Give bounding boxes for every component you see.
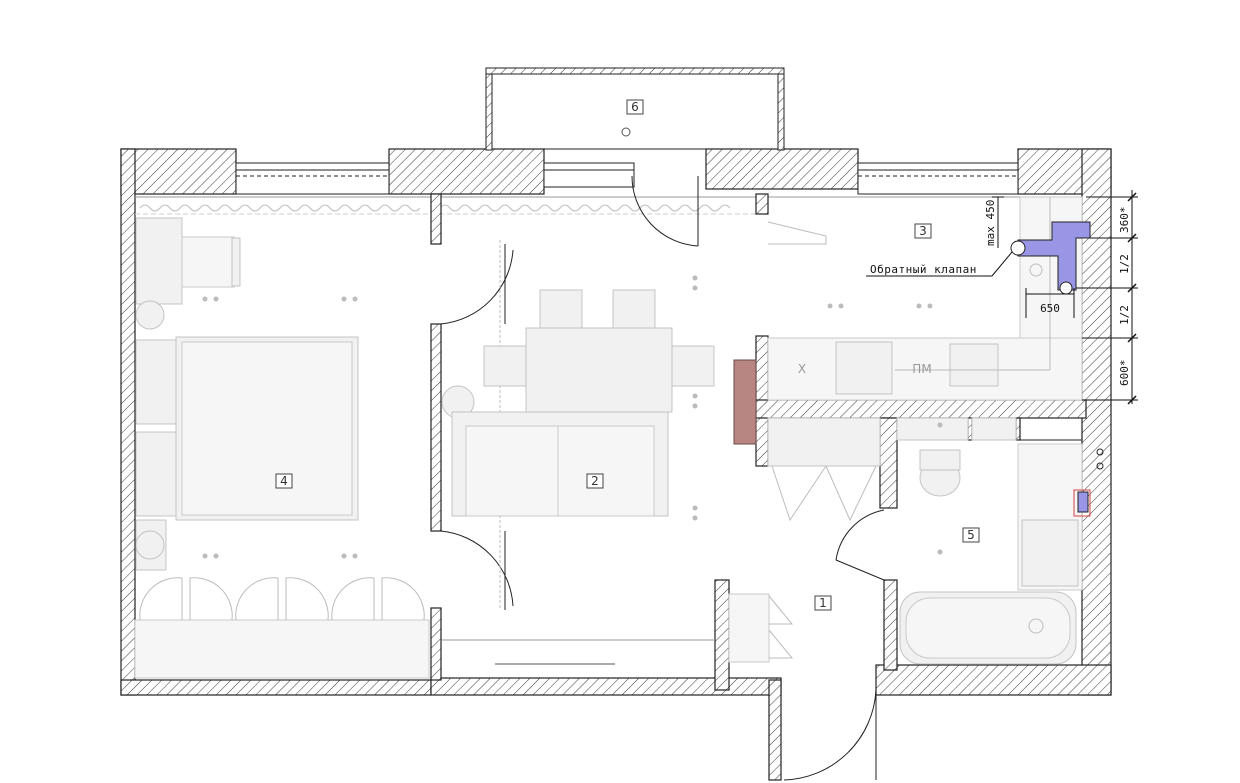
max-height-label: max 450 — [984, 200, 997, 246]
radiators — [135, 196, 1020, 215]
svg-text:3: 3 — [919, 224, 927, 238]
room-label-1: 1 — [814, 595, 832, 611]
bedroom-furniture — [134, 217, 430, 679]
bedroom-doors — [440, 244, 514, 610]
balcony — [485, 67, 785, 151]
room-label-6: 6 — [626, 99, 644, 115]
dim-650-lines — [1025, 288, 1075, 318]
svg-text:1: 1 — [819, 596, 827, 610]
dishwasher-mark: ПМ — [912, 362, 931, 376]
room-label-2: 2 — [586, 473, 604, 489]
hall-furniture — [728, 417, 881, 663]
width-650-label: 650 — [1040, 302, 1060, 315]
dim-half-1-label: 1/2 — [1118, 254, 1131, 274]
bathroom-fixtures — [896, 417, 1104, 665]
fridge-mark: Х — [798, 362, 806, 376]
balcony-door — [631, 175, 699, 247]
outer-walls — [120, 148, 1112, 781]
svg-text:6: 6 — [631, 100, 639, 114]
dim-top-label: 360* — [1118, 207, 1131, 234]
dimension-chain — [1076, 190, 1138, 405]
windows — [235, 162, 1019, 195]
room-label-5: 5 — [962, 527, 980, 543]
dim-half-2-label: 1/2 — [1118, 305, 1131, 325]
interior-walls — [430, 193, 1087, 681]
ventilation-duct — [1010, 221, 1091, 295]
svg-text:2: 2 — [591, 474, 599, 488]
dim-max450-lines — [992, 196, 1004, 248]
check-valve-label: Обратный клапан — [870, 263, 977, 276]
room-label-3: 3 — [914, 223, 932, 239]
dim-bottom-label: 600* — [1118, 360, 1131, 387]
living-furniture — [441, 240, 757, 665]
room-label-4: 4 — [275, 473, 293, 489]
svg-text:4: 4 — [280, 474, 288, 488]
svg-text:5: 5 — [967, 528, 975, 542]
check-valve-leader — [866, 251, 1013, 277]
room-labels: 6 3 4 2 5 1 — [275, 99, 980, 611]
hall-doors — [783, 509, 885, 781]
tv-panel — [733, 359, 757, 445]
kitchen-furniture — [767, 196, 1083, 401]
